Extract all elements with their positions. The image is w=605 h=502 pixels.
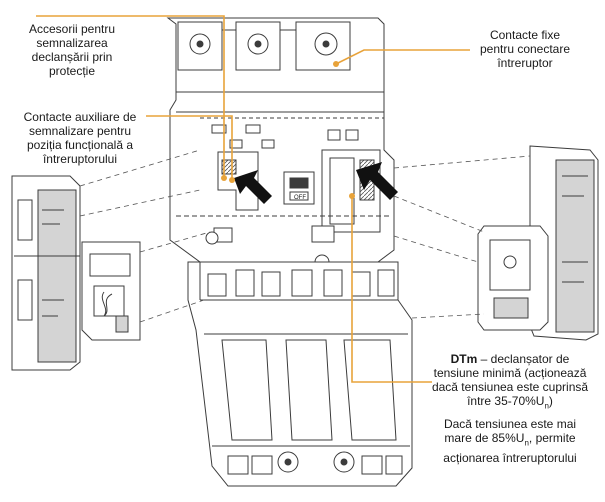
leader-aux-contacts <box>146 115 233 180</box>
label-accessories: Accesorii pentru semnalizarea declanșări… <box>28 22 116 78</box>
right-accessory-dtm <box>477 145 599 341</box>
off-marking: OFF <box>294 195 306 201</box>
left-accessory <box>11 175 141 371</box>
leader-fixed-contacts <box>335 49 470 65</box>
label-dtm: DTm – declanșator de tensiune minimă (ac… <box>431 352 589 465</box>
leader-dtm <box>351 196 432 383</box>
label-aux-contacts: Contacte auxiliare de semnalizare pentru… <box>23 110 137 166</box>
dtm-title: DTm <box>450 352 478 366</box>
insertion-arrows <box>234 162 398 204</box>
assembly-guides <box>79 149 531 323</box>
label-fixed-contacts: Contacte fixe pentru conectare întrerupt… <box>479 28 571 70</box>
arrow-aux <box>234 170 272 204</box>
leader-dots <box>221 61 355 199</box>
leader-lines <box>36 15 470 383</box>
leader-accessories <box>36 15 225 178</box>
plug-in-base <box>187 261 413 487</box>
top-terminals <box>177 21 351 71</box>
breaker-body: OFF <box>166 17 395 270</box>
arrow-dtm <box>356 162 398 200</box>
